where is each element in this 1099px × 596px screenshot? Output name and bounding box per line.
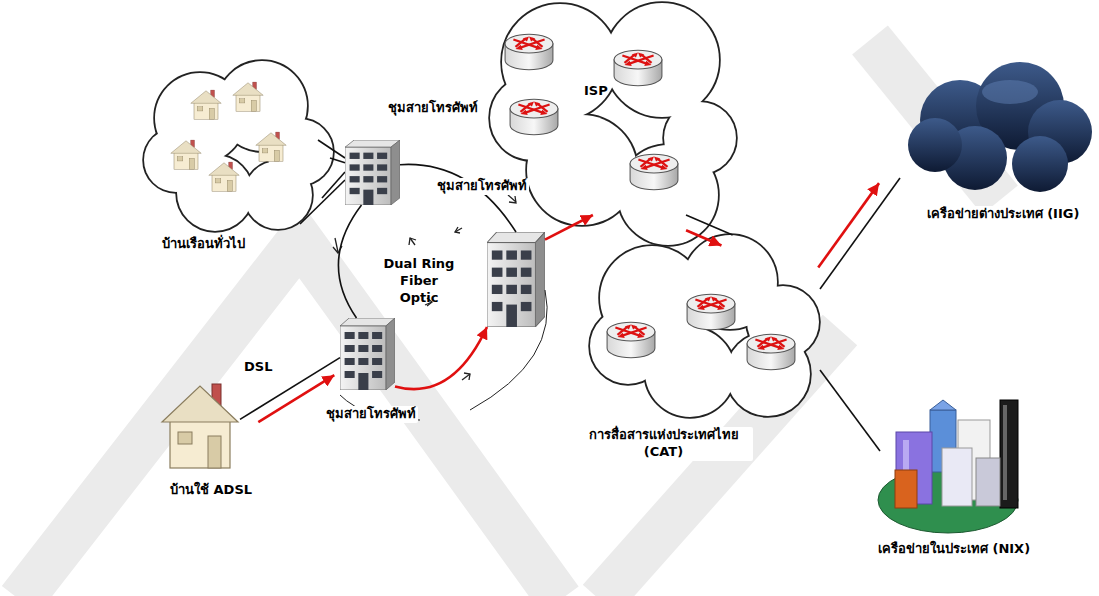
cat-cloud-part	[747, 334, 795, 369]
connector	[395, 327, 487, 389]
cat-cloud-part	[607, 322, 655, 357]
ring-arrows-part	[455, 227, 460, 233]
adsl-house	[162, 384, 238, 468]
ring-arrows	[333, 195, 516, 380]
drop-lines-part	[300, 180, 345, 224]
data-flow-arrow	[395, 327, 487, 389]
cat-cloud-part	[590, 235, 819, 417]
drop-lines-part	[318, 140, 345, 158]
houses-cloud-part	[144, 61, 333, 231]
nix-buildings	[878, 400, 1018, 533]
cat-cloud-part	[687, 294, 735, 329]
ring-arrows-part	[508, 195, 516, 202]
houses-cloud-part	[233, 82, 263, 111]
link-line	[820, 370, 880, 451]
nix-buildings-part	[942, 448, 972, 506]
node-label: ชุมสายโทรศัพท์	[435, 178, 529, 195]
link-line	[330, 158, 345, 163]
iig-cloud	[908, 62, 1092, 192]
drop-lines-part	[322, 172, 345, 198]
link-line	[820, 178, 900, 289]
houses-cloud-part	[144, 61, 333, 231]
node-label: ISP	[582, 83, 610, 100]
connector	[330, 158, 345, 163]
isp-cloud-part	[614, 50, 662, 85]
node-label: ชุมสายโทรศัพท์	[324, 406, 418, 423]
fiber-ring-part	[470, 290, 547, 410]
isp-cloud-node: ISP	[490, 5, 735, 215]
fiber-ring	[340, 290, 547, 420]
node-label: บ้านเรือนทั่วไป	[160, 236, 247, 253]
isp-cloud-part	[490, 3, 736, 245]
exchange-node: ชุมสายโทรศัพท์	[487, 232, 545, 327]
nix-buildings-part	[930, 400, 956, 410]
houses-cloud-part	[191, 90, 221, 119]
isp-cloud	[490, 3, 736, 245]
connector	[338, 205, 361, 318]
houses-cloud	[144, 61, 333, 231]
node-label: บ้านใช้ ADSL	[168, 482, 254, 499]
drop-lines	[300, 140, 345, 224]
watermark	[20, 40, 1000, 596]
connector	[820, 370, 880, 451]
cat-cloud-part	[590, 235, 819, 417]
nix-buildings-part	[976, 458, 1000, 506]
watermark-part	[20, 240, 560, 596]
node-label: เครือข่ายในประเทศ (NIX)	[874, 541, 1034, 558]
iig-cloud-part	[982, 80, 1038, 104]
data-flow-arrow	[818, 183, 879, 267]
cat-cloud	[590, 235, 819, 417]
node-label: การสื่อสารแห่งประเทศไทย (CAT)	[574, 427, 753, 461]
nix-buildings-part	[895, 470, 917, 508]
iig-cloud-node: เครือข่ายต่างประเทศ (IIG)	[900, 70, 1090, 190]
cat-cloud-node: การสื่อสารแห่งประเทศไทย (CAT)	[590, 235, 820, 415]
exchange-node: ชุมสายโทรศัพท์	[345, 140, 400, 205]
ring-arrows-part	[462, 374, 470, 380]
node-label: ชุมสายโทรศัพท์	[386, 100, 480, 117]
isp-cloud-part	[490, 3, 736, 245]
isp-cloud-part	[505, 34, 553, 69]
ring-arrows-part	[509, 196, 516, 203]
nix-buildings-part	[1000, 400, 1018, 508]
exchange-node: ชุมสายโทรศัพท์	[340, 318, 395, 390]
houses-cloud-node: บ้านเรือนทั่วไป	[150, 70, 330, 230]
houses-cloud-part	[171, 140, 201, 169]
isp-cloud-part	[510, 99, 558, 134]
houses-cloud-part	[256, 132, 286, 161]
exchange-buildings	[340, 140, 545, 390]
iig-cloud-part	[908, 118, 962, 172]
nix-buildings-part	[1003, 405, 1007, 500]
ring-arrows-part	[455, 228, 462, 232]
link-line	[338, 205, 361, 318]
connector	[818, 178, 900, 289]
isp-cloud-part	[630, 154, 678, 189]
ring-arrows-part	[410, 238, 415, 245]
connector	[686, 215, 733, 245]
exchange-buildings-part	[487, 232, 545, 327]
ring-arrows-part	[464, 373, 470, 380]
connector	[545, 215, 593, 240]
adsl-house-node: บ้านใช้ ADSL	[160, 378, 240, 470]
data-flow-arrow	[545, 215, 593, 240]
connector	[400, 164, 516, 232]
ring-label: Dual Ring Fiber Optic	[382, 256, 456, 307]
iig-cloud-part	[1012, 136, 1068, 192]
node-label: เครือข่ายต่างประเทศ (IIG)	[916, 206, 1090, 223]
link-line	[400, 164, 516, 232]
exchange-buildings-part	[340, 318, 395, 390]
exchange-buildings-part	[345, 140, 400, 205]
edge-label: DSL	[242, 359, 274, 376]
houses-cloud-part	[209, 162, 239, 191]
data-flow-arrow	[258, 375, 334, 422]
ring-arrows-part	[409, 238, 416, 245]
data-flow-arrow	[686, 230, 721, 245]
nix-node: เครือข่ายในประเทศ (NIX)	[880, 395, 1020, 535]
